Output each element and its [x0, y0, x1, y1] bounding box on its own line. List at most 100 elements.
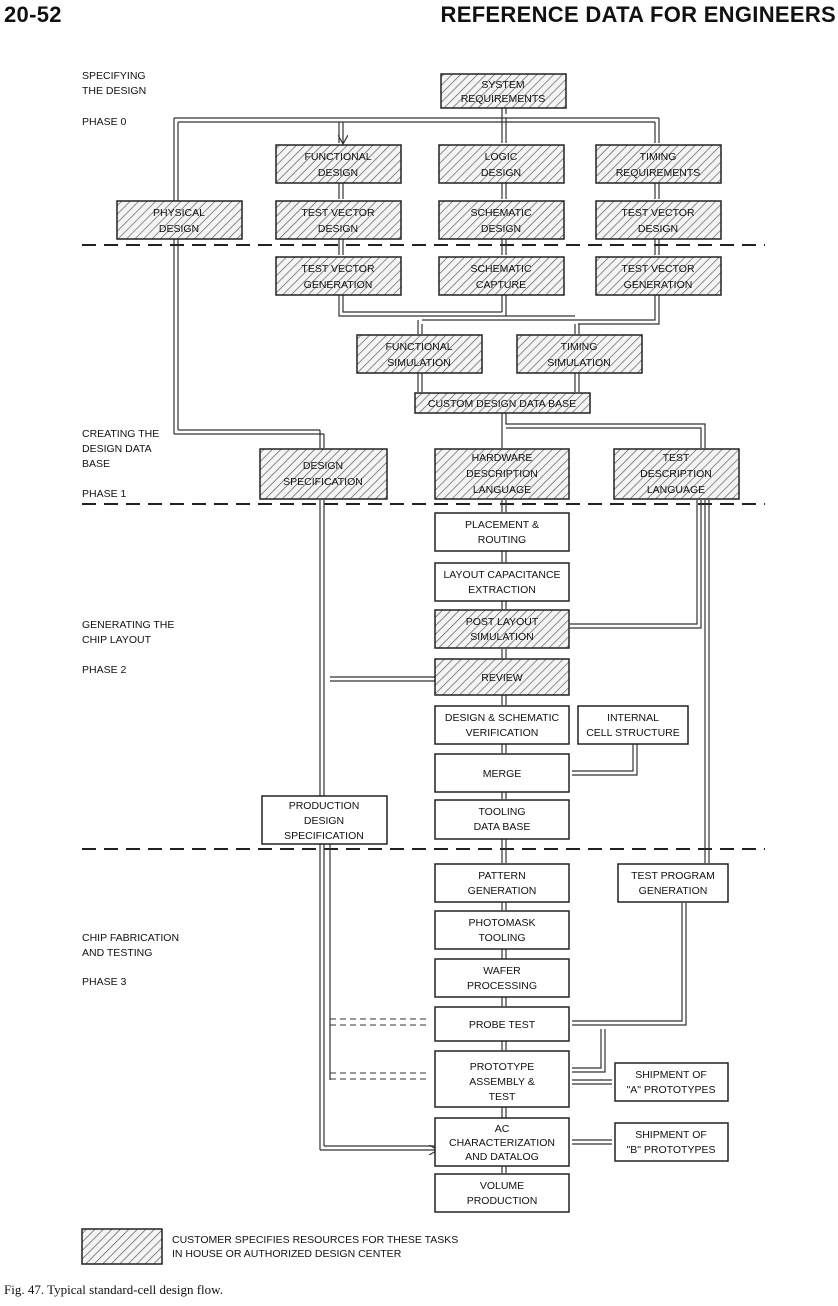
box-text: AND DATALOG — [465, 1151, 539, 1163]
box-text: "A" PROTOTYPES — [627, 1084, 716, 1096]
box-text: GENERATION — [639, 885, 708, 897]
placement-routing-box: PLACEMENT & ROUTING — [434, 512, 570, 552]
phase3-label-line1: CHIP FABRICATION — [82, 932, 179, 944]
design-specification-box: DESIGN SPECIFICATION — [259, 448, 388, 500]
photomask-tooling-box: PHOTOMASK TOOLING — [434, 910, 570, 950]
production-design-specification-box: PRODUCTION DESIGN SPECIFICATION — [261, 795, 388, 845]
box-text: INTERNAL — [607, 712, 659, 724]
box-text: CUSTOM DESIGN DATA BASE — [428, 398, 576, 410]
box-text: LANGUAGE — [647, 484, 705, 496]
box-text: ASSEMBLY & — [469, 1076, 535, 1088]
box-text: SYSTEM — [481, 79, 524, 91]
test-vector-design-box-1: TEST VECTOR DESIGN — [275, 200, 402, 240]
box-text: TEST VECTOR — [621, 263, 695, 275]
custom-design-data-base-box: CUSTOM DESIGN DATA BASE — [414, 392, 591, 414]
phase-separators — [82, 244, 765, 850]
phase1-label-line4: PHASE 1 — [82, 488, 127, 500]
schematic-capture-box: SCHEMATIC CAPTURE — [438, 256, 565, 296]
test-program-generation-box: TEST PROGRAM GENERATION — [617, 863, 729, 903]
system-requirements-box: SYSTEM REQUIREMENTS — [440, 73, 567, 109]
box-text: DESIGN & SCHEMATIC — [445, 712, 560, 724]
phase2-label-line2: CHIP LAYOUT — [82, 634, 152, 646]
box-text: EXTRACTION — [468, 584, 536, 596]
box-text: SHIPMENT OF — [635, 1129, 707, 1141]
legend-line-2: IN HOUSE OR AUTHORIZED DESIGN CENTER — [172, 1248, 402, 1260]
box-text: GENERATION — [468, 885, 537, 897]
phase1-label-line2: DESIGN DATA — [82, 443, 152, 455]
box-text: TEST — [663, 452, 690, 464]
timing-simulation-box: TIMING SIMULATION — [516, 334, 643, 374]
box-text: PROCESSING — [467, 980, 537, 992]
box-text: SCHEMATIC — [470, 207, 531, 219]
box-text: PLACEMENT & — [465, 519, 539, 531]
phase2-label-line1: GENERATING THE — [82, 619, 174, 631]
box-text: CAPTURE — [476, 279, 526, 291]
box-text: DESCRIPTION — [640, 468, 712, 480]
merge-box: MERGE — [434, 753, 570, 793]
hardware-description-language-box: HARDWARE DESCRIPTION LANGUAGE — [434, 448, 570, 500]
box-text: PRODUCTION — [467, 1195, 538, 1207]
phase2-label-line3: PHASE 2 — [82, 664, 127, 676]
layout-capacitance-extraction-box: LAYOUT CAPACITANCE EXTRACTION — [434, 562, 570, 602]
box-text: LOGIC — [485, 151, 518, 163]
box-text: TOOLING — [478, 806, 525, 818]
box-text: DESIGN — [318, 167, 358, 179]
box-text: TOOLING — [478, 932, 525, 944]
book-title: REFERENCE DATA FOR ENGINEERS — [440, 2, 836, 27]
shipment-a-box: SHIPMENT OF "A" PROTOTYPES — [614, 1062, 729, 1102]
box-text: PHYSICAL — [153, 207, 205, 219]
phase3-label-line2: AND TESTING — [82, 947, 152, 959]
phase3-label-line3: PHASE 3 — [82, 976, 127, 988]
design-schematic-verification-box: DESIGN & SCHEMATIC VERIFICATION — [434, 705, 570, 745]
box-text: AC — [495, 1123, 510, 1135]
box-text: TIMING — [640, 151, 677, 163]
connectors — [173, 108, 710, 1173]
phase1-label-line3: BASE — [82, 458, 110, 470]
box-text: SCHEMATIC — [470, 263, 531, 275]
probe-test-box: PROBE TEST — [434, 1006, 570, 1042]
internal-cell-structure-box: INTERNAL CELL STRUCTURE — [577, 705, 689, 745]
phase1-label-line1: CREATING THE — [82, 428, 159, 440]
box-text: DESIGN — [638, 223, 678, 235]
box-text: DESIGN — [304, 815, 344, 827]
phase-labels: SPECIFYING THE DESIGN PHASE 0 CREATING T… — [82, 70, 179, 988]
box-text: FUNCTIONAL — [385, 341, 452, 353]
box-text: TEST VECTOR — [621, 207, 695, 219]
box-text: ROUTING — [478, 534, 526, 546]
legend: CUSTOMER SPECIFIES RESOURCES FOR THESE T… — [172, 1233, 458, 1261]
box-text: POST LAYOUT — [466, 616, 539, 628]
box-text: DESIGN — [303, 460, 343, 472]
physical-design-box: PHYSICAL DESIGN — [116, 200, 243, 240]
box-text: DESCRIPTION — [466, 468, 538, 480]
volume-production-box: VOLUME PRODUCTION — [434, 1173, 570, 1213]
shipment-b-box: SHIPMENT OF "B" PROTOTYPES — [614, 1122, 729, 1162]
test-vector-generation-box-1: TEST VECTOR GENERATION — [275, 256, 402, 296]
box-text: DESIGN — [159, 223, 199, 235]
logic-design-box: LOGIC DESIGN — [438, 144, 565, 184]
figure-caption: Fig. 47. Typical standard-cell design fl… — [4, 1282, 223, 1297]
box-text: SIMULATION — [547, 357, 610, 369]
box-text: DESIGN — [481, 167, 521, 179]
box-text: CHARACTERIZATION — [449, 1137, 555, 1149]
tooling-data-base-box: TOOLING DATA BASE — [434, 799, 570, 840]
box-text: SPECIFICATION — [284, 830, 364, 842]
box-text: PROTOTYPE — [470, 1061, 535, 1073]
box-text: REQUIREMENTS — [461, 93, 546, 105]
phase0-label-line3: PHASE 0 — [82, 116, 127, 128]
box-text: REVIEW — [481, 672, 523, 684]
phase0-label-line2: THE DESIGN — [82, 85, 146, 97]
box-text: TEST — [489, 1091, 516, 1103]
box-text: GENERATION — [624, 279, 693, 291]
box-text: TEST PROGRAM — [631, 870, 715, 882]
box-text: PHOTOMASK — [469, 917, 536, 929]
functional-simulation-box: FUNCTIONAL SIMULATION — [356, 334, 483, 374]
box-text: PATTERN — [478, 870, 525, 882]
box-text: WAFER — [483, 965, 521, 977]
timing-requirements-box: TIMING REQUIREMENTS — [595, 144, 722, 184]
box-text: "B" PROTOTYPES — [627, 1144, 716, 1156]
box-text: MERGE — [483, 768, 522, 780]
box-text: DESIGN — [481, 223, 521, 235]
box-text: REQUIREMENTS — [616, 167, 701, 179]
legend-line-1: CUSTOMER SPECIFIES RESOURCES FOR THESE T… — [172, 1234, 459, 1246]
